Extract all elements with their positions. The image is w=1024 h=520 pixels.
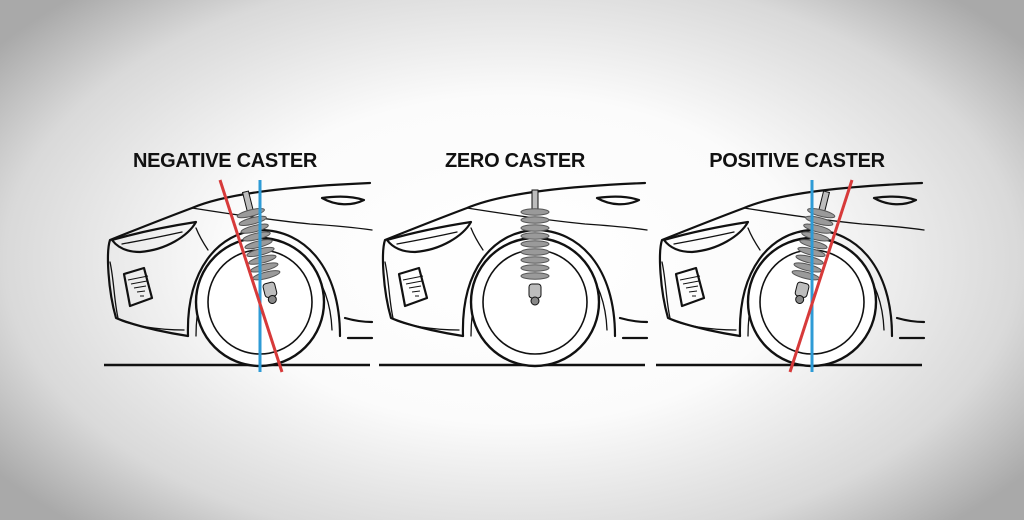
panel-negative-caster: NEGATIVE CASTER (100, 0, 380, 520)
title-positive-caster: POSITIVE CASTER (709, 150, 885, 172)
shock-body (528, 283, 542, 299)
grille-mesh (127, 275, 149, 297)
car-front (656, 181, 926, 368)
headlight (110, 220, 198, 254)
spring-coil (520, 240, 550, 248)
headlight (385, 220, 473, 254)
car-front (379, 181, 649, 368)
spring-coil (520, 224, 550, 232)
car-illustration-zero (379, 181, 649, 368)
bumper-lower (667, 317, 737, 331)
panel-zero-caster: ZERO CASTER (375, 0, 655, 520)
title-zero-caster: ZERO CASTER (444, 150, 586, 172)
title-negative-caster: NEGATIVE CASTER (132, 150, 318, 172)
lower-mount (530, 296, 540, 306)
spring-coil (242, 231, 271, 242)
panel-positive-caster: POSITIVE CASTER (652, 0, 932, 520)
sill-line (343, 316, 374, 324)
spring-coil (520, 232, 550, 240)
headlight-detail (673, 231, 735, 245)
fender-notch (195, 227, 209, 251)
fender-line (191, 207, 373, 231)
spring-coil (795, 254, 824, 265)
sill-line (618, 316, 649, 324)
spring-coil (520, 272, 550, 280)
mirror (595, 195, 641, 206)
spring-coil (807, 208, 836, 219)
fender-line (466, 207, 648, 231)
fender-line (743, 207, 925, 231)
grille-mesh (402, 275, 424, 297)
headlight (662, 220, 750, 254)
grille-mesh (679, 275, 701, 297)
fender-notch (470, 227, 484, 251)
bumper-crease (661, 261, 671, 319)
side-vent (674, 266, 706, 308)
bumper-lower (390, 317, 460, 331)
spring-coil (520, 256, 550, 264)
car-illustration-positive (656, 179, 926, 373)
car-front (104, 181, 374, 368)
spring-coil (520, 216, 550, 224)
bumper-lower (115, 317, 185, 331)
sill-line (895, 316, 926, 324)
mirror (320, 195, 366, 206)
spring-coil (520, 248, 550, 256)
bumper-crease (384, 261, 394, 319)
side-vent (397, 266, 429, 308)
spring-coil (801, 231, 830, 242)
side-vent (122, 266, 154, 308)
lower-mount (795, 294, 805, 304)
bumper-crease (109, 261, 119, 319)
headlight-detail (396, 231, 458, 245)
car-illustration-negative (104, 179, 374, 373)
coilover-spring (791, 190, 836, 304)
spring-coil (520, 264, 550, 272)
lower-mount (267, 294, 277, 304)
caster-axis-line (218, 179, 284, 373)
mirror (872, 195, 918, 206)
spring-coil (236, 208, 265, 219)
spring-coil (248, 254, 277, 265)
spring-coil (520, 208, 550, 216)
coilover-spring (520, 189, 550, 306)
fender-notch (747, 227, 761, 251)
caster-axis-line (788, 179, 854, 373)
headlight-detail (121, 231, 183, 245)
